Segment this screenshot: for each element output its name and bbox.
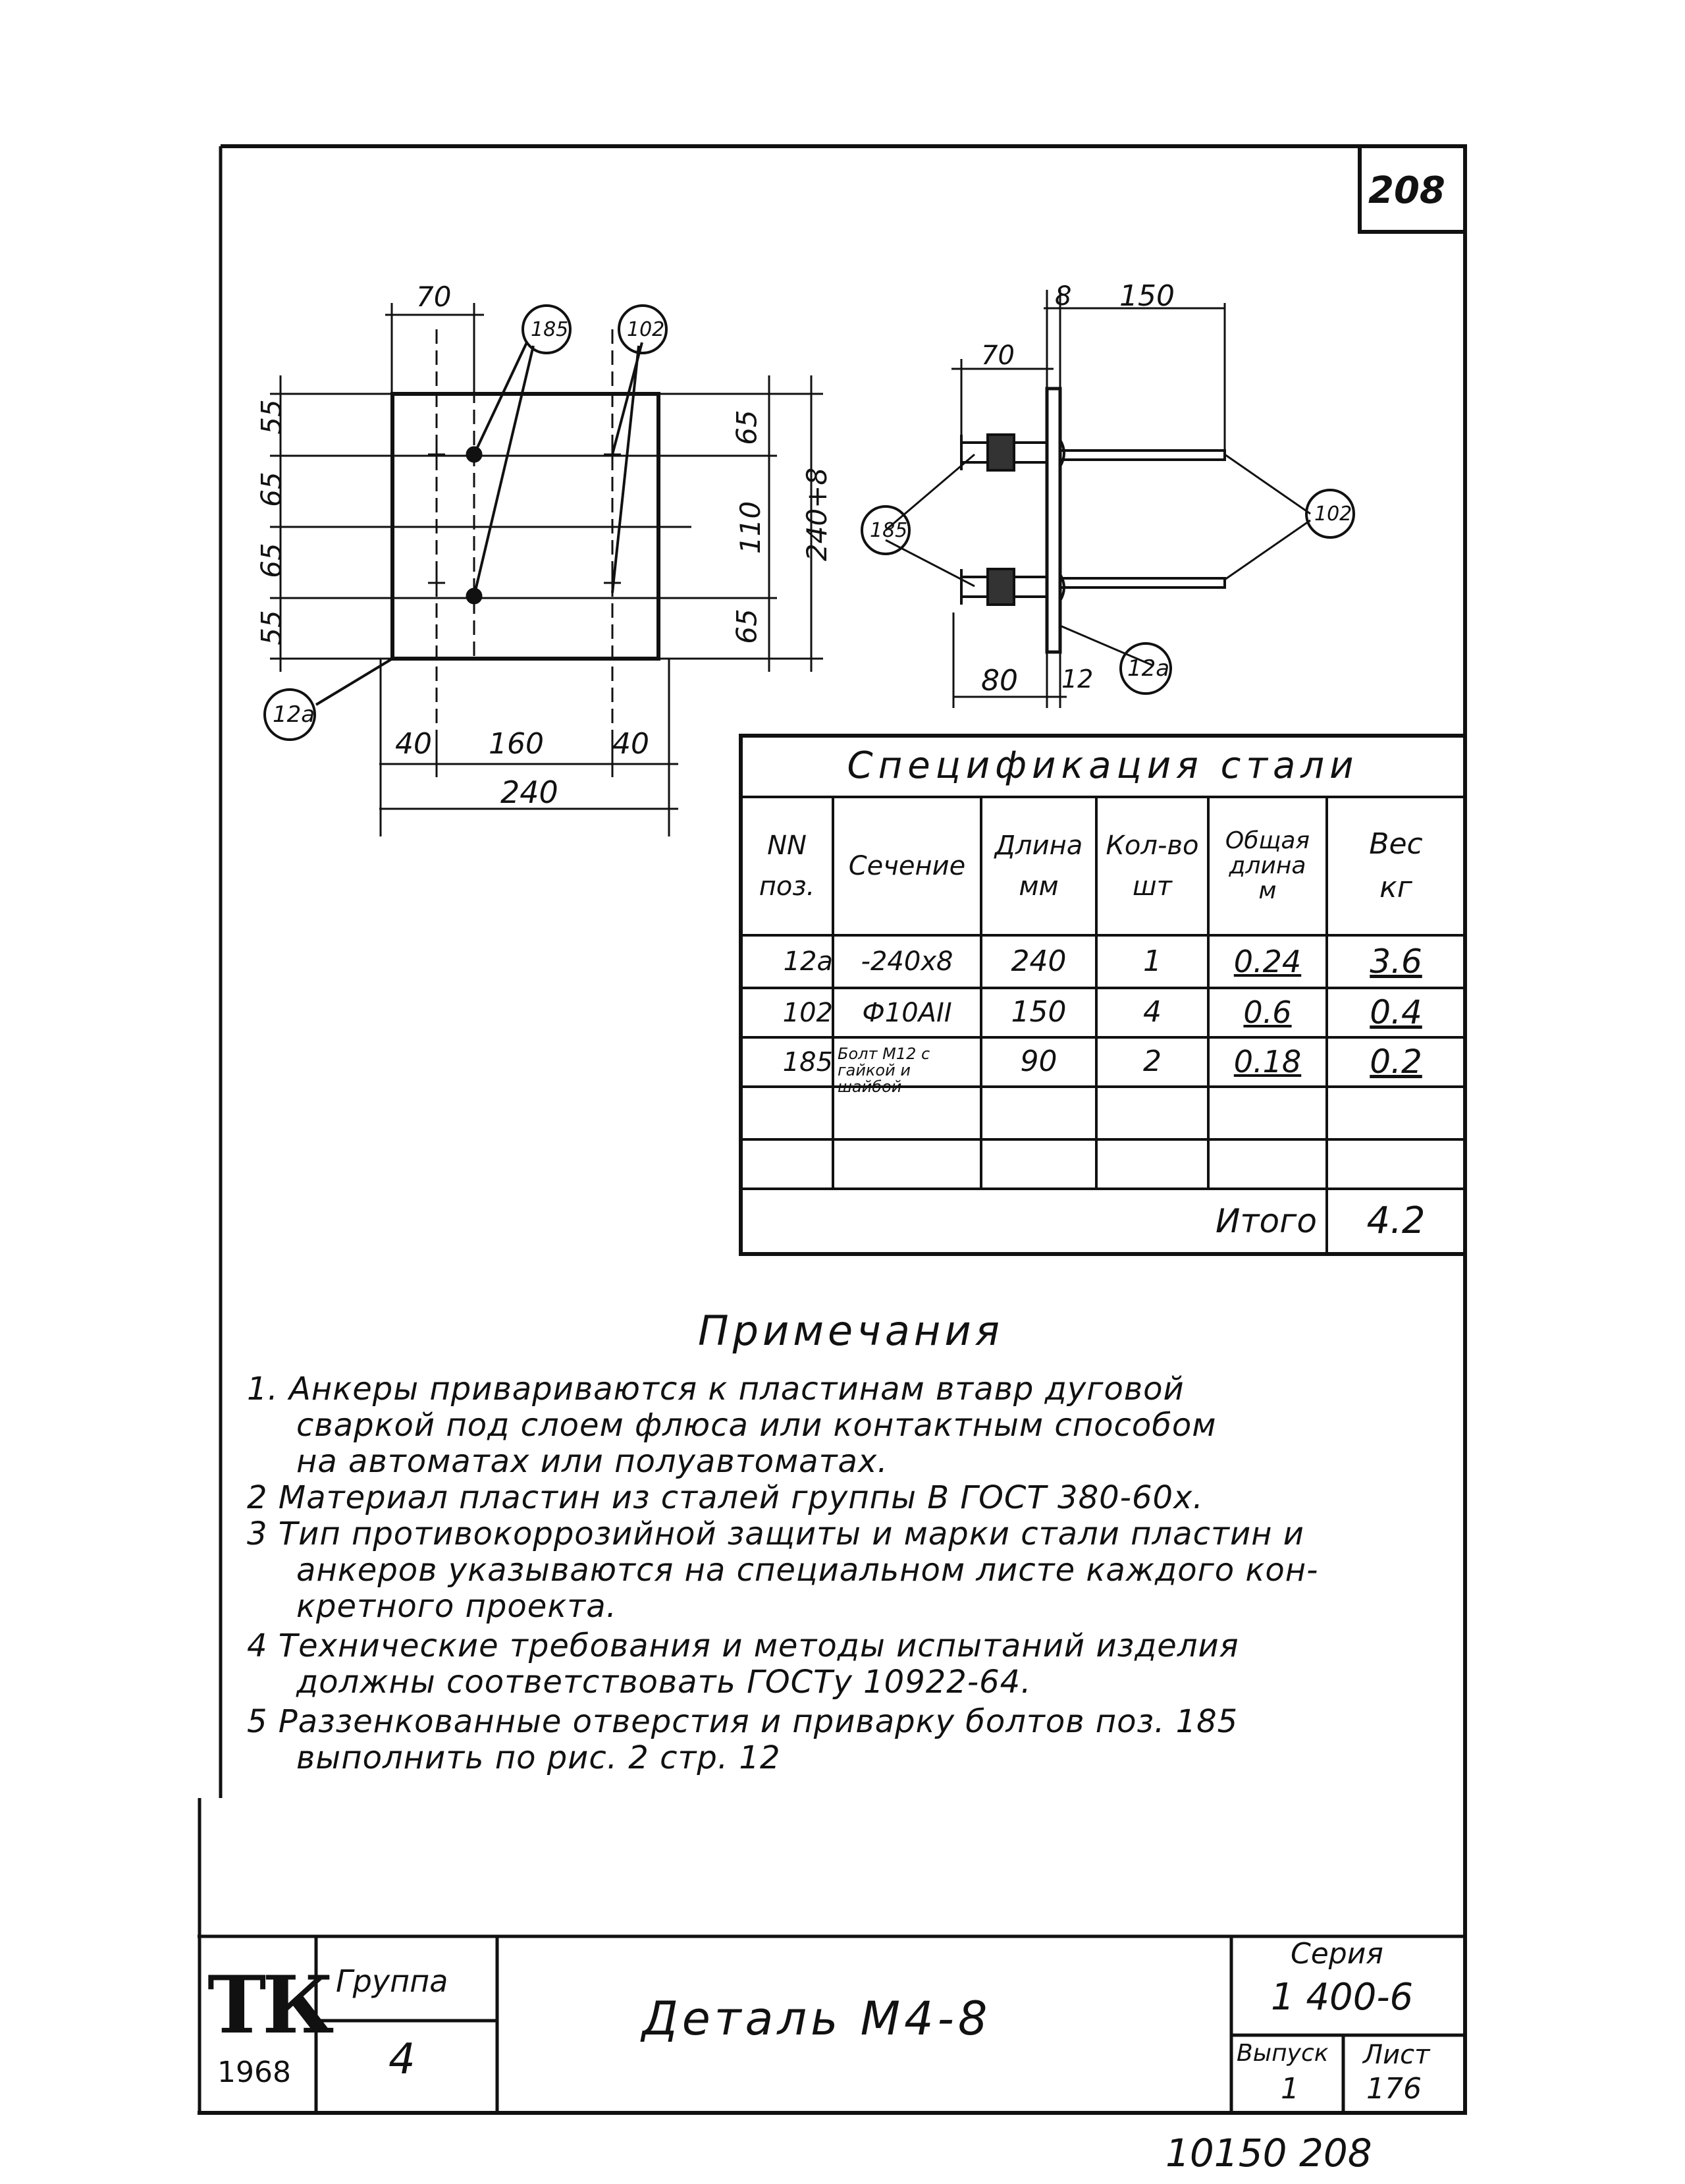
spec-row-1-section: -240х8	[861, 946, 953, 977]
spec-table-grid	[739, 734, 1467, 1256]
plan-dim-right-total: 240+8	[801, 467, 834, 562]
spec-header-qty-2: шт	[1133, 871, 1172, 902]
side-dim-150: 150	[1119, 279, 1175, 313]
side-dim-12: 12	[1061, 665, 1094, 694]
note-line-7: кретного проекта.	[296, 1588, 617, 1625]
spec-row-1-qty: 1	[1143, 944, 1162, 978]
spec-header-pos-1: NN	[767, 831, 807, 861]
plan-callout-102: 102	[627, 318, 665, 341]
sheet-number: 208	[1368, 169, 1445, 212]
plan-dim-left-3: 65	[255, 543, 288, 578]
plan-dim-top: 70	[416, 281, 452, 313]
spec-header-qty-1: Кол-во	[1106, 831, 1199, 861]
sheet-number-box	[1358, 144, 1467, 234]
spec-header-total-2: длина	[1229, 852, 1306, 880]
series-label: Серия	[1291, 1937, 1383, 1971]
spec-row-3-qty: 2	[1143, 1045, 1162, 1079]
spec-header-total-1: Общая	[1225, 827, 1310, 855]
spec-header-qty: Кол-во шт	[1096, 797, 1208, 935]
spec-row-3-pos: 185	[782, 1047, 833, 1078]
spec-total-value: 4.2	[1366, 1199, 1426, 1243]
plan-view	[263, 303, 823, 836]
spec-row-2-section: Ф10АII	[862, 997, 952, 1028]
sheet-label: Лист	[1363, 2040, 1430, 2070]
spec-header-weight: Вес кг	[1327, 797, 1465, 935]
plan-dim-left-1: 55	[255, 399, 288, 435]
spec-header-weight-2: кг	[1379, 871, 1412, 904]
spec-row-1-length: 240	[1011, 944, 1067, 978]
spec-row-1-pos: 12а	[783, 946, 833, 977]
side-view	[861, 290, 1355, 708]
note-line-2: сваркой под слоем флюса или контактным с…	[296, 1407, 1217, 1444]
spec-row-3-length: 90	[1020, 1045, 1057, 1079]
spec-row-3-section: Болт М12 с гайкой и шайбой	[838, 1045, 930, 1097]
footer-code: 10150 208	[1165, 2131, 1372, 2175]
year: 1968	[217, 2056, 291, 2089]
group-label: Группа	[336, 1963, 448, 1999]
sheet-value: 176	[1366, 2072, 1422, 2106]
plan-dim-bottom-3: 40	[612, 727, 649, 761]
plan-dim-right-2: 110	[734, 501, 767, 555]
note-line-5: 3 Тип противокоррозийной защиты и марки …	[247, 1515, 1304, 1552]
spec-header-length: Длина мм	[981, 797, 1096, 935]
plan-dim-bottom-2: 160	[489, 727, 544, 761]
side-callout-12a: 12a	[1127, 655, 1170, 682]
spec-title: Спецификация стали	[847, 744, 1359, 788]
note-line-8: 4 Технические требования и методы испыта…	[247, 1627, 1239, 1664]
side-callout-185: 185	[870, 519, 908, 542]
spec-header-section: Сечение	[848, 851, 966, 881]
spec-header-total-3: м	[1258, 877, 1277, 904]
series-value: 1 400-6	[1271, 1976, 1414, 2019]
spec-row-3-weight: 0.2	[1370, 1043, 1422, 1081]
spec-header-total: Общая длина м	[1208, 797, 1327, 935]
spec-row-2-weight: 0.4	[1370, 993, 1422, 1032]
note-line-1: 1. Анкеры приваривают­ся к пластинам вта…	[247, 1371, 1185, 1407]
side-dim-70: 70	[981, 341, 1015, 371]
note-line-3: на автоматах или полуавтоматах.	[296, 1443, 888, 1480]
spec-row-1-weight: 3.6	[1370, 942, 1422, 981]
spec-total-label: Итого	[1216, 1202, 1317, 1241]
spec-row-2-qty: 4	[1143, 995, 1162, 1029]
note-line-4: 2 Материал пластин из сталей группы В ГО…	[247, 1479, 1204, 1516]
issue-label: Выпуск	[1237, 2040, 1329, 2067]
side-dim-8: 8	[1055, 281, 1072, 312]
spec-row-2-total: 0.6	[1243, 995, 1292, 1031]
note-line-10: 5 Раззенкованные отверстия и приварку бо…	[247, 1703, 1239, 1740]
spec-header-pos-2: поз.	[759, 871, 815, 902]
notes-title: Примечания	[698, 1307, 1003, 1355]
plan-dim-left-4: 55	[255, 610, 288, 645]
plan-dim-right-3: 65	[730, 609, 763, 644]
note-line-11: выполнить по рис. 2 стр. 12	[296, 1739, 781, 1776]
plan-callout-185: 185	[531, 318, 569, 341]
spec-row-3-total: 0.18	[1233, 1044, 1302, 1080]
spec-header-length-1: Длина	[994, 831, 1083, 861]
plan-dim-left-2: 65	[255, 472, 288, 507]
plan-dim-right-1: 65	[730, 410, 763, 445]
spec-header-length-2: мм	[1019, 871, 1059, 902]
spec-row-2-pos: 102	[782, 997, 833, 1028]
spec-row-1-total: 0.24	[1233, 943, 1302, 979]
side-dim-80: 80	[981, 664, 1018, 697]
title-block-grid	[198, 1934, 1465, 2113]
tk-logo: ТК	[207, 1959, 334, 2052]
spec-row-2-length: 150	[1011, 995, 1067, 1029]
group-value: 4	[388, 2035, 415, 2084]
spec-header-pos: NN поз.	[741, 797, 833, 935]
side-callout-102: 102	[1314, 503, 1352, 526]
issue-value: 1	[1281, 2072, 1299, 2106]
plan-callout-12a: 12a	[273, 701, 315, 728]
plan-dim-bottom-total: 240	[500, 775, 558, 810]
spec-header-weight-1: Вес	[1369, 827, 1423, 861]
drawing-title: Деталь М4-8	[642, 1992, 992, 2046]
note-line-6: анкеров указываются на специальном листе…	[296, 1552, 1319, 1589]
plan-dim-bottom-1: 40	[395, 727, 432, 761]
note-line-9: должны соответствовать ГОСТу 10922-64.	[296, 1664, 1032, 1701]
sheet-frame	[198, 144, 1467, 2115]
